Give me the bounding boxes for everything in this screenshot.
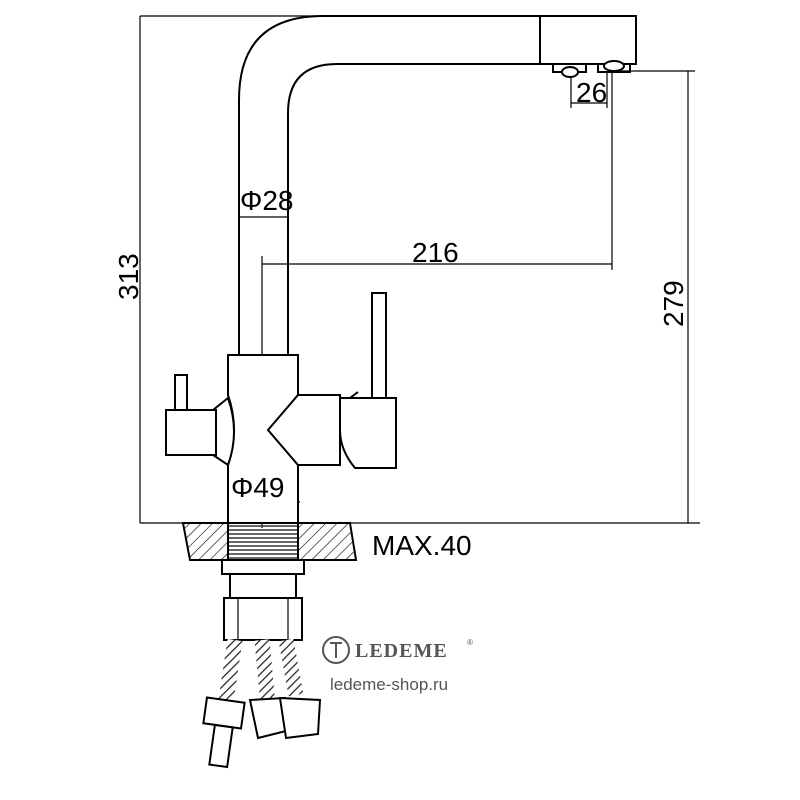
dim-base-diameter: Φ49 <box>231 472 284 503</box>
dim-max-mount-thickness: MAX.40 <box>372 530 472 561</box>
mounting-countertop <box>181 522 358 561</box>
dim-total-height: 313 <box>113 253 144 300</box>
dim-spout-reach: 216 <box>412 237 459 268</box>
ledeme-logo-icon <box>322 636 350 664</box>
brand-name: LEDEME <box>355 640 448 662</box>
fixing-nut-and-hoses <box>202 559 322 769</box>
brand-logo: LEDEME ® ledeme-shop.ru <box>322 636 473 694</box>
brand-website: ledeme-shop.ru <box>330 675 448 694</box>
faucet-spout <box>238 15 637 355</box>
dimension-labels: 313 279 216 Φ28 Φ49 26 MAX.40 <box>113 77 689 561</box>
dim-outlet-spacing: 26 <box>576 77 607 108</box>
dim-spout-height: 279 <box>658 280 689 327</box>
brand-registered-mark: ® <box>467 638 473 647</box>
faucet-body <box>165 292 397 524</box>
dim-pipe-diameter: Φ28 <box>240 185 293 216</box>
